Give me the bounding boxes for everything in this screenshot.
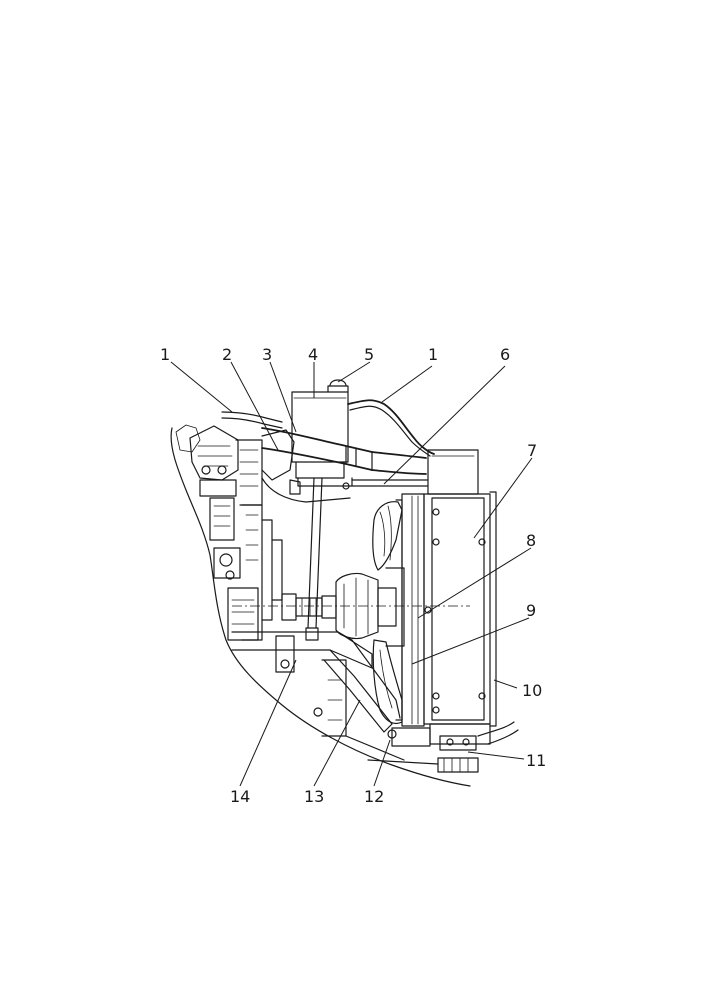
callout-4: 4 xyxy=(308,345,318,364)
callout-1a: 1 xyxy=(160,345,170,364)
fan-blades xyxy=(372,501,405,725)
callout-7: 7 xyxy=(527,441,537,460)
callout-9: 9 xyxy=(526,601,536,620)
radiator xyxy=(387,449,519,773)
callout-3: 3 xyxy=(262,345,272,364)
callout-1b: 1 xyxy=(428,345,438,364)
callout-14: 14 xyxy=(230,787,250,806)
callout-labels: 1 2 3 4 5 1 6 7 8 9 10 11 12 13 14 xyxy=(160,345,546,806)
leader-lines xyxy=(170,361,533,787)
expansion-tank xyxy=(289,379,353,495)
callout-6: 6 xyxy=(500,345,510,364)
callout-10: 10 xyxy=(522,681,542,700)
fan-drive xyxy=(232,572,470,640)
callout-8: 8 xyxy=(526,531,536,550)
callout-11: 11 xyxy=(526,751,546,770)
tank-cap xyxy=(329,379,347,387)
engine-block xyxy=(170,424,471,787)
callout-12: 12 xyxy=(364,787,384,806)
callout-5: 5 xyxy=(364,345,374,364)
support-frame xyxy=(231,631,439,765)
callout-2: 2 xyxy=(222,345,232,364)
hoses xyxy=(221,399,435,641)
callout-13: 13 xyxy=(304,787,324,806)
